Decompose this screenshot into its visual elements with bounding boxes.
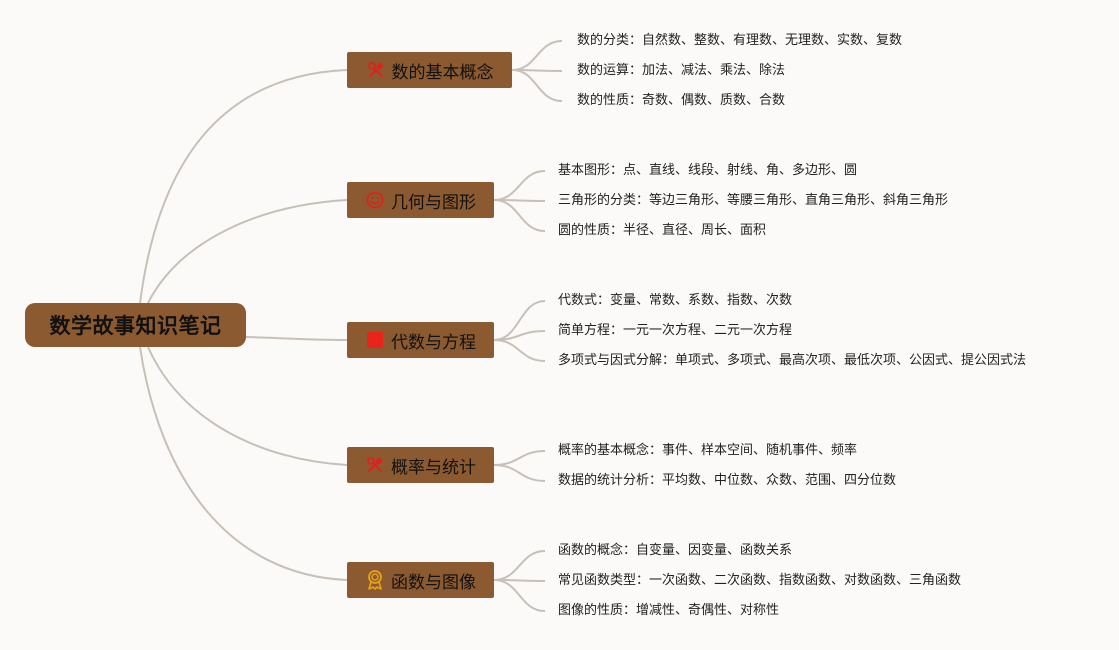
connector-line <box>493 579 546 612</box>
leaf-item: 函数的概念：自变量、因变量、函数关系 <box>558 543 793 558</box>
connector-line <box>245 336 348 341</box>
leaf-item: 数的分类：自然数、整数、有理数、无理数、实数、复数 <box>577 33 903 48</box>
smile-icon <box>365 190 385 210</box>
connector-line <box>139 69 348 304</box>
connector-line <box>493 464 546 482</box>
root-node[interactable]: 数学故事知识笔记 <box>25 303 246 347</box>
connector-line <box>147 199 348 304</box>
leaf-item: 概率的基本概念：事件、样本空间、随机事件、频率 <box>558 443 858 458</box>
root-title: 数学故事知识笔记 <box>49 314 222 338</box>
connector-line <box>493 300 546 341</box>
square-icon <box>365 330 385 350</box>
branch-label: 概率与统计 <box>391 457 476 478</box>
connector-line <box>493 450 546 466</box>
branch-node-algebra[interactable]: 代数与方程 <box>347 322 494 358</box>
branch-label: 函数与图像 <box>391 572 476 593</box>
leaf-item: 圆的性质：半径、直径、周长、面积 <box>558 223 767 238</box>
leaf-item: 基本图形：点、直线、线段、射线、角、多边形、圆 <box>558 163 858 178</box>
branch-label: 几何与图形 <box>391 192 476 213</box>
connector-line <box>493 199 546 232</box>
tools-icon <box>366 60 386 80</box>
leaf-item: 数的性质：奇数、偶数、质数、合数 <box>577 93 786 108</box>
branch-node-probability[interactable]: 概率与统计 <box>347 447 494 483</box>
connector-line <box>147 346 348 466</box>
connector-line <box>493 339 546 362</box>
connector-line <box>493 170 546 201</box>
medal-icon <box>365 570 385 590</box>
connector-line <box>139 346 348 581</box>
leaf-item: 简单方程：一元一次方程、二元一次方程 <box>558 323 793 338</box>
connector-line <box>493 550 546 581</box>
connector-line <box>511 69 563 102</box>
tools-icon <box>365 455 385 475</box>
leaf-item: 图像的性质：增减性、奇偶性、对称性 <box>558 603 780 618</box>
connector-line <box>493 330 546 341</box>
branch-label: 数的基本概念 <box>391 62 494 83</box>
branch-node-geometry[interactable]: 几何与图形 <box>347 182 494 218</box>
branch-node-number-concepts[interactable]: 数的基本概念 <box>347 52 512 88</box>
leaf-item: 常见函数类型：一次函数、二次函数、指数函数、对数函数、三角函数 <box>558 573 962 588</box>
branch-label: 代数与方程 <box>391 332 476 353</box>
leaf-item: 多项式与因式分解：单项式、多项式、最高次项、最低次项、公因式、提公因式法 <box>558 353 1027 368</box>
leaf-item: 三角形的分类：等边三角形、等腰三角形、直角三角形、斜角三角形 <box>558 193 949 208</box>
branch-node-functions[interactable]: 函数与图像 <box>347 562 494 598</box>
leaf-item: 数据的统计分析：平均数、中位数、众数、范围、四分位数 <box>558 473 897 488</box>
connector-line <box>511 40 563 71</box>
leaf-item: 代数式：变量、常数、系数、指数、次数 <box>558 293 793 308</box>
leaf-item: 数的运算：加法、减法、乘法、除法 <box>577 63 786 78</box>
